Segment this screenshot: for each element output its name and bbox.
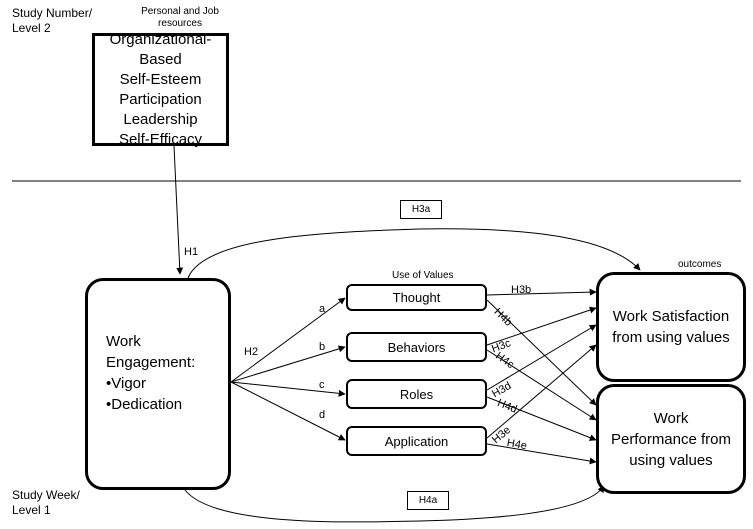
- arrow-h4c: [486, 349, 597, 421]
- arrow-h4e: [486, 443, 597, 465]
- mediator-thought-label: Thought: [392, 290, 441, 305]
- hypothesis-h4a-box: H4a: [407, 491, 449, 510]
- outcome-performance-line-1: Work: [653, 409, 689, 427]
- resource-self-efficacy: Self-Efficacy: [118, 130, 203, 148]
- hypothesis-h2-label: H2: [244, 346, 259, 358]
- mediator-behaviors-box: Behaviors: [346, 332, 487, 362]
- arrow-h3e: [486, 344, 597, 439]
- arrow-c: [230, 381, 346, 397]
- resources-caption: Personal and Job resources: [128, 6, 232, 30]
- hypothesis-h3a-box: H3a: [400, 200, 442, 219]
- mediator-behaviors-label: Behaviors: [387, 339, 446, 355]
- resources-caption-line-1: Personal and Job: [141, 6, 219, 17]
- resources-caption-line-2: resources: [158, 18, 202, 29]
- mediator-roles-label: Roles: [399, 386, 434, 402]
- resource-leadership: Leadership: [123, 110, 198, 128]
- mediator-roles-box: Roles: [346, 379, 487, 409]
- level-2-label: Study Number/ Level 2: [12, 6, 92, 36]
- work-engagement-title-1: Work: [106, 333, 141, 350]
- work-engagement-dedication: •Dedication: [106, 396, 183, 413]
- outcome-performance-line-3: using values: [629, 451, 713, 469]
- work-engagement-text: Work Engagement: •Vigor •Dedication: [106, 331, 195, 415]
- level-1-line-1: Study Week/: [12, 488, 80, 502]
- level-2-line-1: Study Number/: [12, 6, 93, 20]
- mediator-thought-box: Thought: [346, 284, 487, 311]
- work-engagement-box: Work Engagement: •Vigor •Dedication: [85, 278, 231, 490]
- arrow-a: [230, 297, 346, 383]
- arrow-h3a: [187, 228, 641, 279]
- mediator-application-label: Application: [384, 433, 449, 449]
- arrow-h3c: [486, 306, 597, 346]
- level-2-line-2: Level 2: [12, 21, 51, 35]
- outcome-performance-line-2: Performance from: [610, 430, 732, 448]
- hypothesis-h1-label: H1: [184, 246, 199, 258]
- arrow-h3b: [486, 288, 597, 296]
- level-1-line-2: Level 1: [12, 503, 51, 517]
- outcomes-label: outcomes: [678, 259, 722, 270]
- work-engagement-vigor: •Vigor: [106, 375, 146, 392]
- outcome-satisfaction-line-2: from using values: [612, 329, 730, 346]
- path-letter-d: d: [319, 409, 326, 421]
- path-letter-b: b: [319, 341, 326, 353]
- arrow-d: [230, 381, 346, 441]
- use-of-values-label: Use of Values: [392, 270, 454, 281]
- level-1-label: Study Week/ Level 1: [12, 488, 80, 518]
- outcome-satisfaction-box: Work Satisfaction from using values: [596, 272, 746, 382]
- resource-participation: Participation: [119, 90, 202, 108]
- hypothesis-h3b-label: H3b: [511, 284, 532, 296]
- work-engagement-title-2: Engagement:: [106, 354, 196, 371]
- arrow-h4a: [184, 485, 605, 523]
- arrow-h3d: [486, 324, 597, 391]
- arrow-b: [230, 345, 346, 383]
- resource-organizational-based: Organizational-Based: [109, 30, 212, 68]
- arrow-h1: [173, 145, 184, 275]
- arrow-h4d: [486, 396, 597, 441]
- outcome-performance-box: Work Performance from using values: [596, 384, 746, 494]
- resources-box: Organizational-Based Self-Esteem Partici…: [92, 30, 229, 148]
- resource-self-esteem: Self-Esteem: [119, 70, 202, 88]
- arrow-h4b: [486, 299, 597, 406]
- mediator-application-box: Application: [346, 426, 487, 456]
- outcome-satisfaction-line-1: Work Satisfaction: [612, 308, 730, 325]
- path-letter-a: a: [319, 303, 326, 315]
- path-letter-c: c: [319, 379, 325, 391]
